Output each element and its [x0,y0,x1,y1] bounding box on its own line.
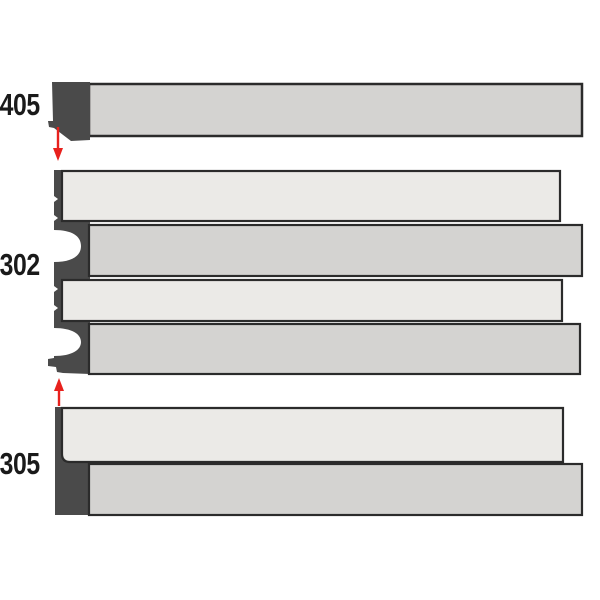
part-305-slat-2 [87,462,584,517]
part-302-slat-1 [60,169,562,223]
reference-label-405: 405 [0,87,40,122]
part-305-group [55,406,584,517]
spine-notch-tick [54,286,58,292]
part-405-group [48,82,584,141]
spine-notch-tick [54,305,58,311]
part-405-key [48,82,90,141]
insertion-arrow-up-icon [54,378,64,406]
part-405-slat [87,82,584,138]
part-302-slat-3 [60,278,564,323]
reference-label-305: 305 [0,446,40,481]
part-302-slat-2 [87,223,584,278]
part-302-slat-4 [87,322,582,376]
reference-label-302: 302 [0,247,40,282]
spine-notch-tick [54,196,58,202]
spine-notch-tick [54,215,58,221]
part-305-slat-1 [60,406,565,464]
part-302-group [48,169,584,376]
insertion-arrow-down-icon [53,127,63,161]
